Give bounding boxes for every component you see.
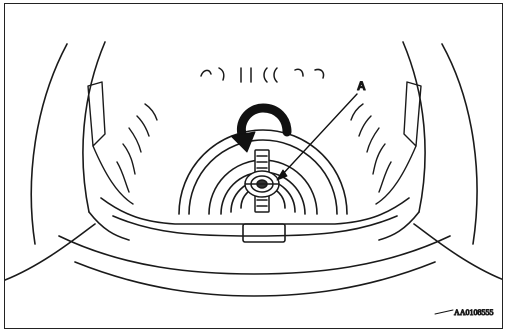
callout-label-a: A — [357, 79, 366, 93]
trunk-illustration: A AA0108555 — [5, 4, 503, 329]
right-contour-marks — [351, 104, 391, 192]
trunk-floor — [59, 198, 450, 296]
spare-tire-clamp-bolt — [245, 150, 279, 212]
figure-code-leader — [435, 310, 453, 314]
floor-contour-marks — [201, 68, 324, 82]
figure-code: AA0108555 — [454, 308, 494, 317]
trunk-latch-plate — [243, 224, 285, 242]
callout-pointer-a — [277, 94, 357, 180]
figure-frame: A AA0108555 — [4, 3, 503, 329]
left-contour-marks — [117, 104, 157, 192]
